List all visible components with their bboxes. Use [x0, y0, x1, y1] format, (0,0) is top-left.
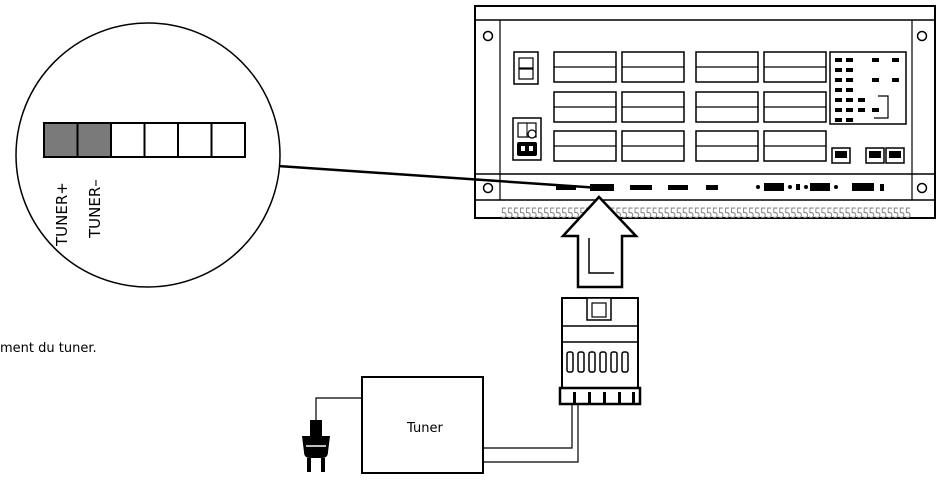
interface-slot	[621, 51, 685, 83]
insertion-arrow	[560, 195, 639, 289]
interface-slot	[621, 91, 685, 123]
rj-port-group	[831, 147, 905, 164]
mounting-hole	[916, 182, 928, 194]
interface-slot	[763, 51, 827, 83]
terminal-plus	[43, 122, 79, 158]
interface-slot	[763, 91, 827, 123]
tuner-wire	[484, 404, 573, 449]
status-led	[835, 88, 842, 92]
tuner-label: Tuner	[406, 421, 443, 436]
terminal-minus	[76, 122, 112, 158]
status-led	[858, 98, 865, 102]
terminal-block	[43, 122, 246, 158]
status-led	[846, 68, 853, 72]
mounting-hole	[482, 182, 494, 194]
status-led	[858, 108, 865, 112]
mounting-hole	[916, 30, 928, 42]
terminal-cell	[143, 122, 179, 158]
interface-slot	[553, 91, 617, 123]
status-led	[846, 78, 853, 82]
mains-plug-icon	[302, 420, 330, 472]
interface-slot	[695, 130, 759, 162]
connector-pin	[588, 351, 596, 373]
status-led	[872, 58, 879, 62]
status-led	[846, 88, 853, 92]
status-led	[835, 118, 842, 122]
zoom-leader-line	[277, 164, 601, 190]
status-led	[835, 68, 842, 72]
status-led	[846, 108, 853, 112]
status-led	[872, 108, 879, 112]
tuner-connector	[590, 184, 614, 191]
connector-pin	[566, 351, 574, 373]
connector-pin	[599, 351, 607, 373]
connector-pin	[577, 351, 585, 373]
magnifier-circle: TUNER+ TUNER–	[15, 22, 281, 288]
connector-pin	[610, 351, 618, 373]
power-cord	[315, 397, 362, 420]
power-socket	[512, 117, 542, 161]
terminal-cell	[110, 122, 146, 158]
status-led	[846, 118, 853, 122]
terminal-cell	[210, 122, 246, 158]
interface-slot	[553, 51, 617, 83]
power-switch	[513, 51, 539, 85]
tuner-wire	[484, 404, 579, 463]
status-led	[892, 58, 899, 62]
status-led	[835, 58, 842, 62]
terminal-cell	[177, 122, 213, 158]
status-led	[835, 98, 842, 102]
status-led	[872, 78, 879, 82]
status-led	[892, 78, 899, 82]
interface-slot	[695, 51, 759, 83]
rack-unit: ƽƽƽƽƽƽƽƽƽƽƽƽƽƽƽƽƽƽƽƽƽƽƽƽƽƽƽƽƽƽƽƽƽƽƽƽƽƽƽƽ…	[474, 5, 936, 219]
status-panel	[829, 51, 907, 125]
caption-text: ment du tuner.	[0, 341, 97, 356]
connector-strip	[556, 183, 884, 191]
interface-slot	[695, 91, 759, 123]
terminal-label-minus: TUNER–	[86, 179, 104, 239]
status-led	[835, 108, 842, 112]
status-led	[835, 78, 842, 82]
status-led	[846, 58, 853, 62]
interface-slot	[763, 130, 827, 162]
mounting-hole	[482, 30, 494, 42]
tuner-plug-connector	[558, 297, 642, 406]
interface-slot	[621, 130, 685, 162]
tuner-box	[361, 376, 484, 474]
terminal-label-plus: TUNER+	[53, 182, 71, 247]
rack-tread-pattern: ƽƽƽƽƽƽƽƽƽƽƽƽƽƽƽƽƽƽƽƽƽƽƽƽƽƽƽƽƽƽƽƽƽƽƽƽƽƽƽƽ…	[501, 204, 911, 219]
connector-pin	[621, 351, 629, 373]
status-led	[846, 98, 853, 102]
slot-grid	[553, 51, 827, 162]
interface-slot	[553, 130, 617, 162]
